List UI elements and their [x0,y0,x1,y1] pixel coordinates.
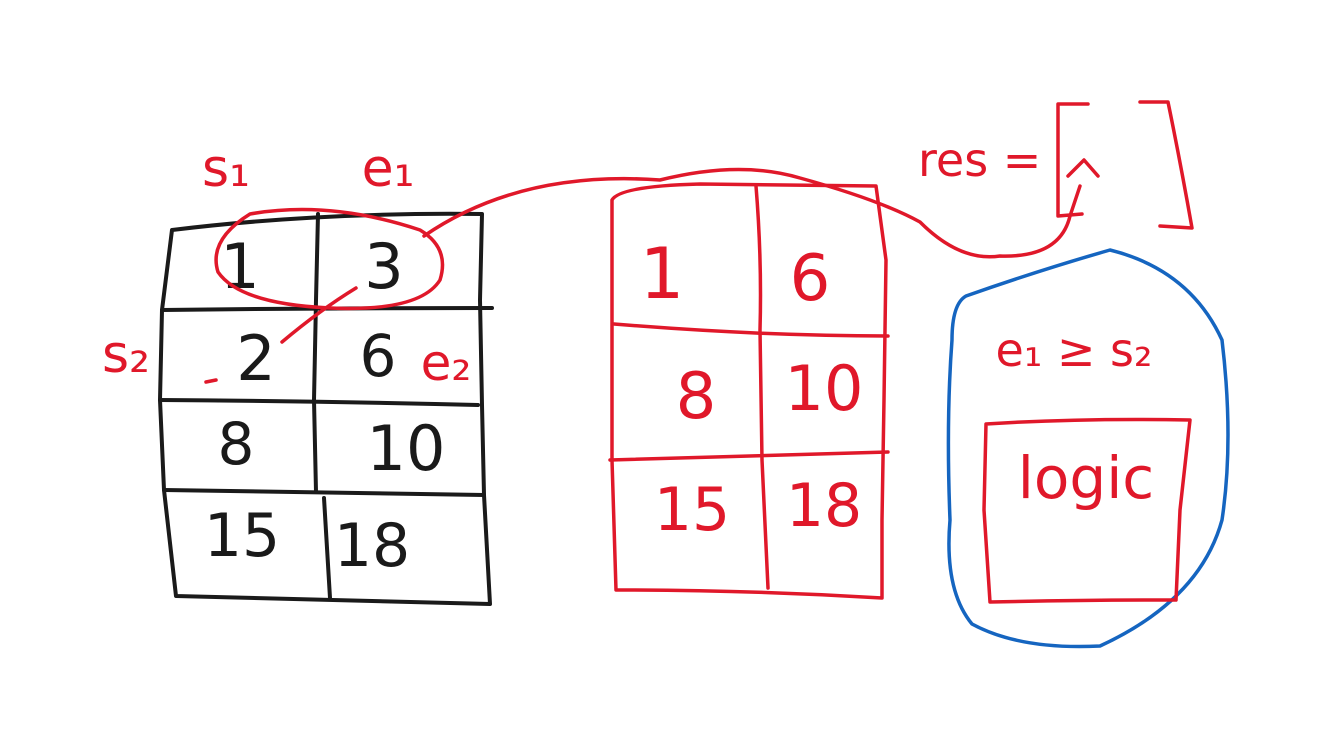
logic-condition: e₁ ≥ s₂ [996,323,1153,377]
input-table-outer [158,211,492,606]
output-cell: 18 [786,471,862,541]
first-interval-ellipse [214,207,445,311]
input-cell: 18 [334,511,410,581]
output-cell: 8 [676,360,717,434]
input-table: 1 3 2 6 8 10 15 18 [158,211,494,606]
label-e1: e₁ [362,139,415,199]
input-cell: 6 [360,322,397,390]
logic-inner-box [982,417,1192,604]
logic-blob-outline [946,248,1230,649]
output-table-row-divider-2 [608,450,890,462]
input-cell: 3 [364,230,403,303]
output-table: 1 6 8 10 15 18 [608,182,890,600]
label-s1: s₁ [202,139,250,199]
logic-blob: e₁ ≥ s₂ logic [946,248,1230,649]
result-bracket-close [1138,100,1194,230]
label-s2: s₂ [102,325,150,385]
input-table-row-divider-3 [162,488,486,497]
output-cell: 1 [640,233,685,315]
output-table-outer [610,182,888,600]
output-table-row-divider-1 [612,322,890,338]
merge-connector [280,286,358,344]
label-e2: e₂ [421,334,472,392]
result-array: res = [918,100,1194,230]
input-table-col-divider [312,212,332,600]
output-cell: 6 [790,242,831,316]
arrow-head [1066,158,1100,178]
output-cell: 15 [654,475,730,545]
output-cell: 10 [785,352,864,425]
input-cell: 15 [204,501,280,571]
logic-inner-label: logic [1018,444,1154,512]
input-cell: 8 [218,410,255,478]
input-table-row-divider-2 [158,398,480,407]
input-annotations: s₁ e₁ s₂ e₂ [102,139,1082,392]
small-mark [204,378,218,384]
output-table-col-divider [754,184,770,590]
input-cell: 1 [220,230,259,303]
input-cell: 2 [236,322,275,395]
result-bracket-open [1056,102,1090,218]
result-label: res = [918,133,1041,187]
input-cell: 10 [367,412,446,485]
